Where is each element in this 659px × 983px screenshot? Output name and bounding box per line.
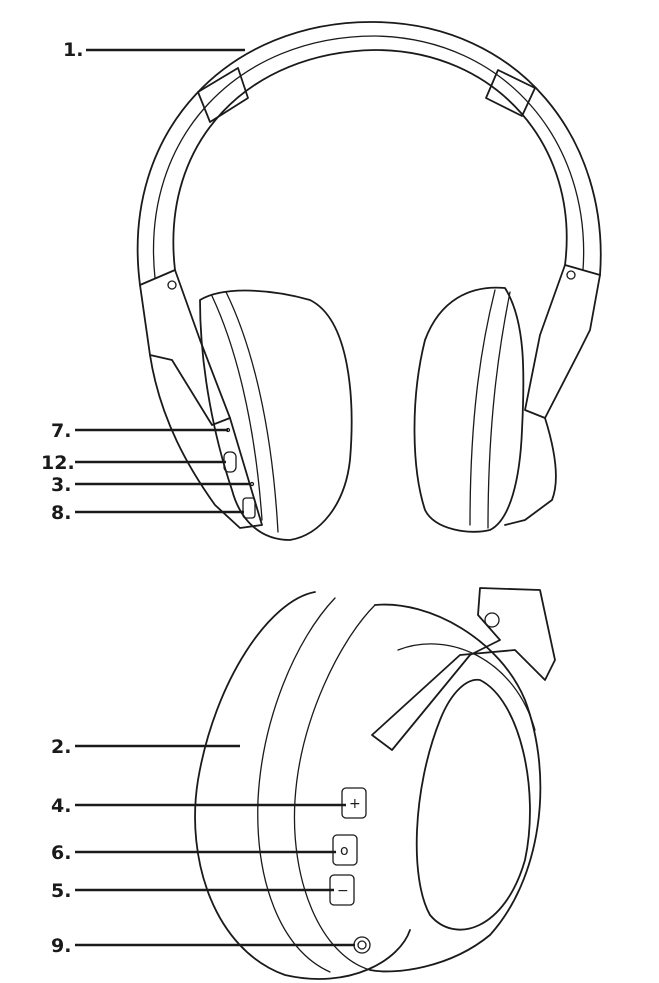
left-ear-cushion <box>199 289 353 541</box>
power-glyph: o <box>340 843 349 859</box>
label-8: 8. <box>51 502 71 524</box>
left-earcup-housing <box>149 354 263 529</box>
aux-jack[interactable] <box>353 936 371 954</box>
volume-up-button[interactable] <box>341 787 367 819</box>
headband-outer <box>136 21 602 286</box>
side-ear-cushion <box>194 591 411 980</box>
label-3: 3. <box>51 474 71 496</box>
usb-port[interactable] <box>242 497 256 519</box>
right-ear-cushion <box>413 286 525 533</box>
label-4: 4. <box>51 795 71 817</box>
power-button[interactable] <box>332 834 358 866</box>
callout-labels: 1. 7. 12. 3. 8. 2. 4. 6. 5. 9. <box>41 39 83 957</box>
label-7: 7. <box>51 420 71 442</box>
led-indicator <box>249 481 255 487</box>
label-5: 5. <box>51 880 71 902</box>
left-yoke <box>139 269 231 426</box>
label-1: 1. <box>63 39 83 61</box>
volume-up-glyph: + <box>349 796 361 812</box>
side-earcup-face <box>415 678 531 931</box>
volume-down-glyph: − <box>337 883 349 899</box>
headphones-front-view <box>136 21 602 541</box>
leader-lines <box>75 48 355 947</box>
headband-slider-right <box>485 69 536 117</box>
headband-slider-left <box>197 67 249 123</box>
label-9: 9. <box>51 935 71 957</box>
side-earcup-shell <box>369 603 542 973</box>
headphones-side-view: + o − <box>194 587 556 980</box>
right-earcup-housing <box>504 417 557 526</box>
right-yoke <box>524 264 601 419</box>
label-6: 6. <box>51 842 71 864</box>
side-yoke <box>371 587 556 751</box>
label-12: 12. <box>41 452 75 474</box>
headband-inner <box>172 49 568 271</box>
label-2: 2. <box>51 736 71 758</box>
